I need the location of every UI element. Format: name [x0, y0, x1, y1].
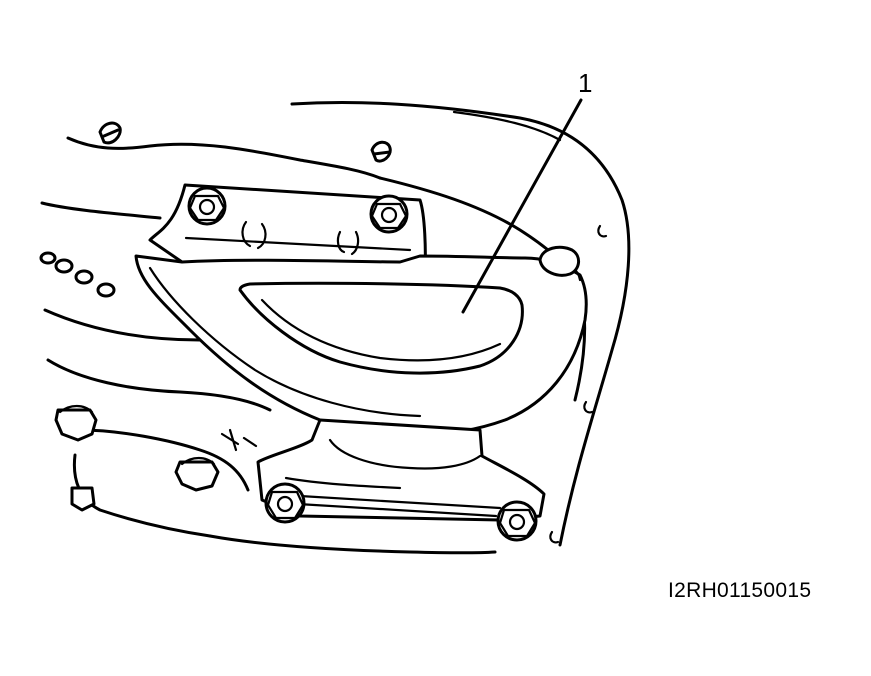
bolt-side-left [54, 404, 98, 442]
stud-lower-left [70, 486, 96, 512]
bolts [54, 186, 538, 542]
bolt-lower-left [264, 482, 306, 524]
block-marks [98, 121, 608, 544]
callout-leader-line [461, 98, 583, 314]
bolt-top-right [369, 194, 409, 234]
bolt-side-middle [174, 456, 220, 492]
timing-cover [134, 245, 588, 437]
bolt-top-left [187, 186, 227, 226]
engine-block-outline [40, 101, 631, 555]
flange-holes [39, 251, 116, 298]
figure-code-label: I2RH01150015 [668, 579, 812, 602]
bolt-lower-right [496, 500, 538, 542]
callout-number-label: 1 [578, 68, 593, 98]
lower-bracket [256, 418, 546, 522]
detail-marks [220, 428, 258, 452]
